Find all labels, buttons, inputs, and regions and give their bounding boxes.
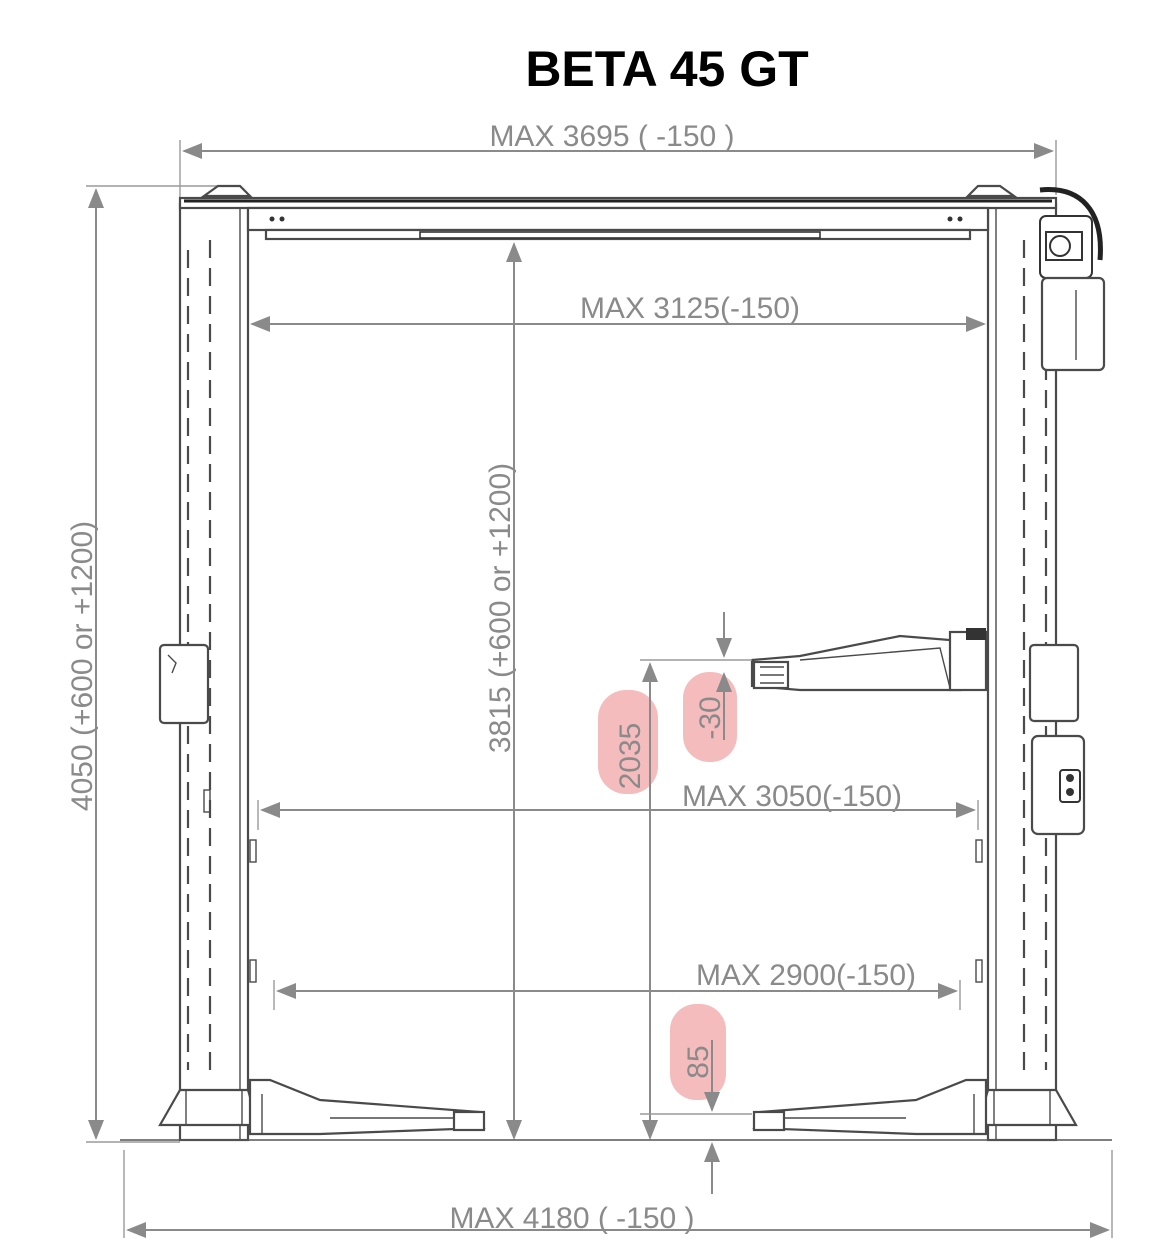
dimension-overall-height: 4050 (+600 or +1200) bbox=[66, 185, 240, 1143]
min-height-label: 85 bbox=[682, 1045, 715, 1078]
lowered-lift-arm-right bbox=[752, 1078, 988, 1136]
overall-height-label: 4050 (+600 or +1200) bbox=[66, 521, 99, 811]
top-beam bbox=[178, 184, 1058, 241]
dimension-lift-height: 2035 bbox=[614, 662, 658, 1140]
dimension-inner-width-top: MAX 3125(-150) bbox=[250, 292, 986, 332]
inner-width-top-label: MAX 3125(-150) bbox=[580, 292, 800, 325]
dimension-min-height: 85 bbox=[682, 1040, 720, 1194]
left-column bbox=[158, 202, 260, 1142]
diagram-title: BETA 45 GT bbox=[525, 41, 808, 97]
dimension-arm-offset: -30 bbox=[640, 612, 752, 740]
width-mid-label: MAX 3050(-150) bbox=[682, 780, 902, 813]
dimension-width-bottom: MAX 2900(-150) bbox=[273, 959, 961, 1010]
dimension-base-width: MAX 4180 ( -150 ) bbox=[123, 1150, 1113, 1238]
lift-height-label: 2035 bbox=[614, 723, 647, 790]
dimension-clear-height: 3815 (+600 or +1200) bbox=[484, 242, 522, 1140]
clear-height-label: 3815 (+600 or +1200) bbox=[484, 463, 517, 753]
dimension-overall-width: MAX 3695 ( -150 ) bbox=[179, 120, 1057, 200]
raised-lift-arm bbox=[750, 628, 988, 692]
arm-offset-label: -30 bbox=[694, 696, 727, 739]
base-width-label: MAX 4180 ( -150 ) bbox=[449, 1202, 694, 1235]
lowered-lift-arm-left bbox=[248, 1078, 486, 1136]
width-bottom-label: MAX 2900(-150) bbox=[696, 959, 916, 992]
right-column bbox=[975, 187, 1106, 1142]
overall-width-label: MAX 3695 ( -150 ) bbox=[489, 120, 734, 153]
dimension-width-mid: MAX 3050(-150) bbox=[257, 780, 979, 830]
